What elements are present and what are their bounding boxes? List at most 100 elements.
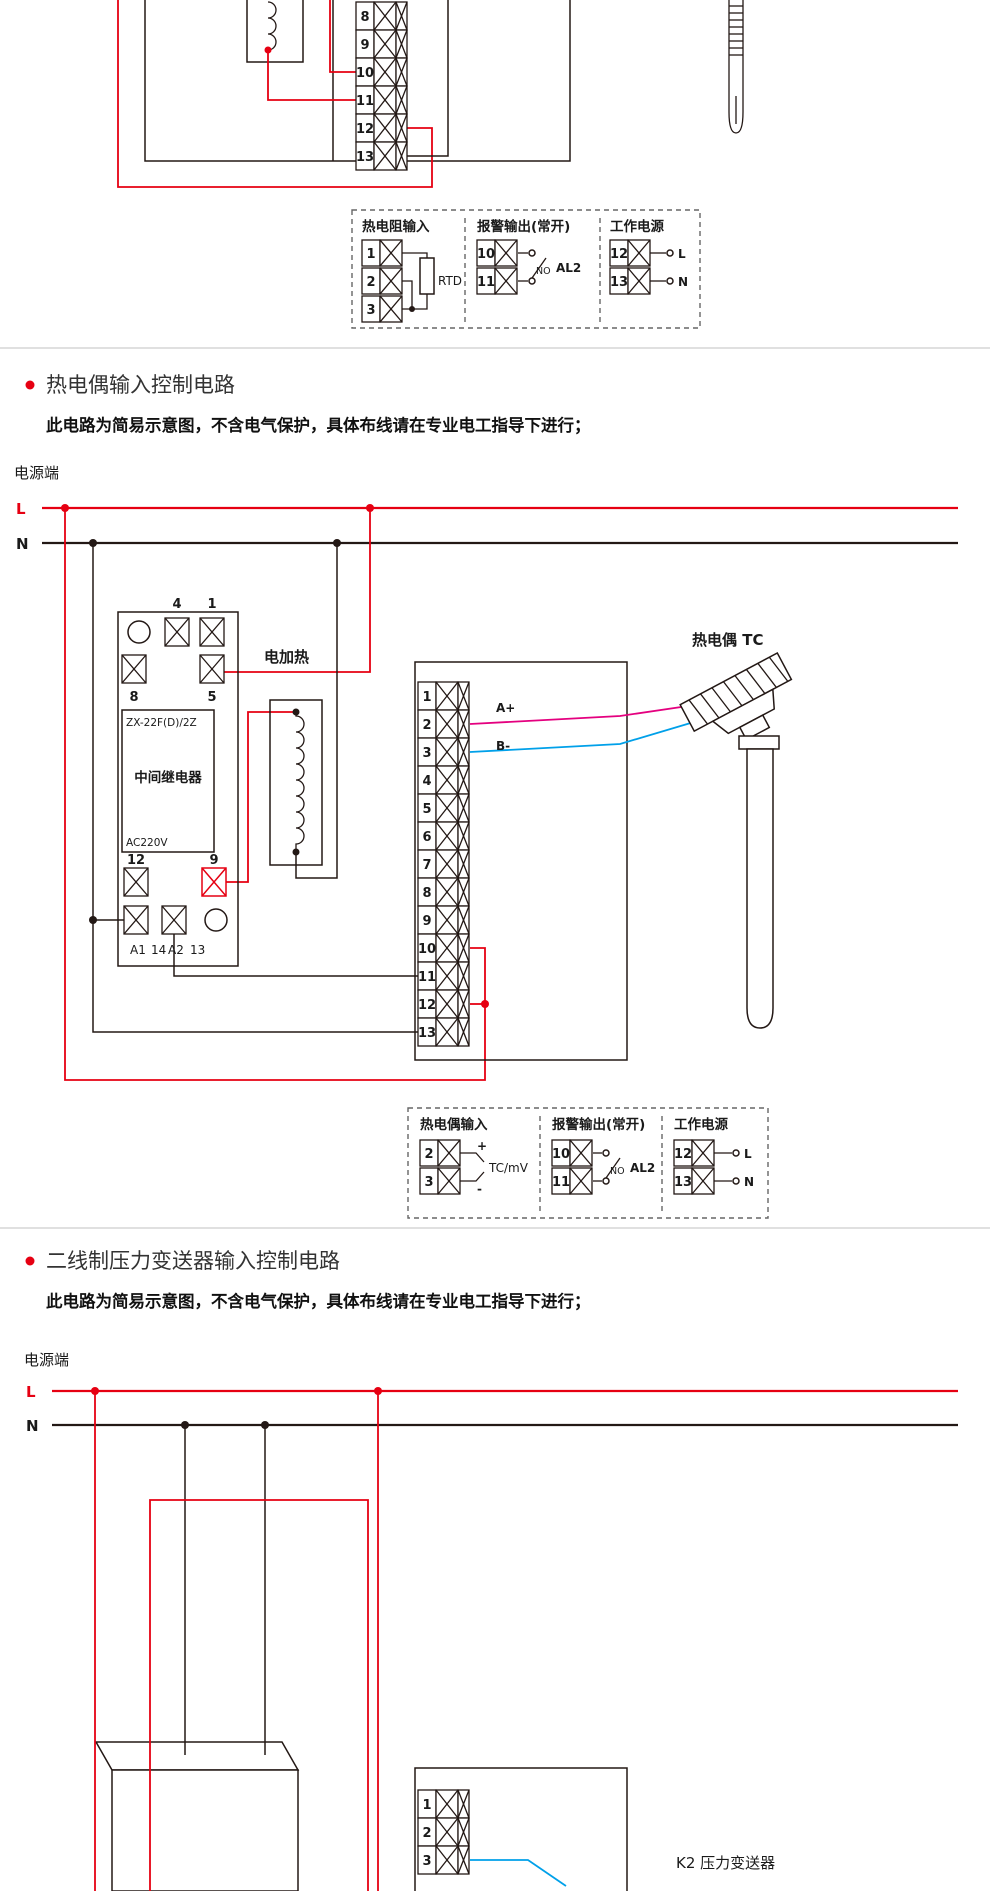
legend-group-title: 报警输出(常开): [552, 1116, 645, 1133]
controller-outline: [414, 1767, 628, 1891]
terminal-number: 10: [418, 942, 436, 957]
terminal-number: 13: [674, 1175, 692, 1190]
wire: [460, 1171, 485, 1182]
junction-dot: [61, 504, 69, 512]
pt-section-heading: 二线制压力变送器输入控制电路 此电路为简易示意图，不含电气保护，具体布线请在专业…: [25, 1249, 591, 1311]
relay-coil-label: A2: [168, 943, 184, 957]
terminal-number: 1: [366, 247, 375, 262]
relay-model: ZX-22F(D)/2Z: [126, 717, 197, 729]
wire-red-heater-feed: [226, 711, 296, 883]
sensor-label: 热电偶 TC: [692, 631, 763, 649]
line-l-label: L: [26, 1383, 36, 1401]
wire-b-label: B-: [496, 739, 510, 753]
terminal-number: 13: [610, 275, 628, 290]
wire-black-n-feed: [92, 543, 418, 1033]
terminal-number: 2: [424, 1147, 433, 1162]
terminal-number: 12: [356, 122, 374, 137]
wire-red: [267, 50, 356, 101]
relay-terminal-label: 4: [172, 597, 181, 612]
terminal-number: 10: [477, 247, 495, 262]
terminal-number: 9: [360, 38, 369, 53]
line-l-label: L: [16, 500, 26, 518]
terminal-number: 2: [422, 718, 431, 733]
tc-section-title: 热电偶输入控制电路: [46, 373, 235, 397]
line-n-label: N: [16, 535, 29, 553]
pt-section-subtitle: 此电路为简易示意图，不含电气保护，具体布线请在专业电工指导下进行；: [46, 1291, 591, 1311]
junction-dot: [264, 46, 272, 54]
junction-dot: [292, 708, 300, 716]
legend-box-rtd: 热电阻输入 RTD 1 2 3 报警输出(常开) NO AL2 10 11 工作…: [351, 209, 701, 329]
contact-point: [602, 1149, 610, 1157]
junction-dot: [333, 539, 341, 547]
legend-group-title: 热电阻输入: [362, 218, 430, 235]
tc-control-circuit: 电源端 L N 4 1 8 5 ZX-22F(D)/2Z 中间继电器: [14, 464, 958, 1081]
relay-mount-hole: [127, 620, 151, 644]
terminal-number: 2: [422, 1826, 431, 1841]
heater-label: 电加热: [264, 648, 309, 666]
tc-mv-label: TC/mV: [488, 1161, 529, 1175]
relay-name: 中间继电器: [134, 769, 202, 786]
terminal-number: 11: [477, 275, 495, 290]
junction-dot: [91, 1387, 99, 1395]
tc-section-subtitle: 此电路为简易示意图，不含电气保护，具体布线请在专业电工指导下进行；: [46, 415, 591, 435]
power-supply-box: [94, 1741, 300, 1891]
wire-red-relay-feed: [224, 508, 371, 673]
relay-contact-9-red: [201, 867, 227, 897]
terminal-number: 3: [424, 1175, 433, 1190]
legend-group-title: 报警输出(常开): [477, 218, 570, 235]
terminal-number: 10: [552, 1147, 570, 1162]
line-l-label: L: [678, 247, 686, 261]
tc-section-heading: 热电偶输入控制电路 此电路为简易示意图，不含电气保护，具体布线请在专业电工指导下…: [25, 373, 591, 435]
junction-dot: [261, 1421, 269, 1429]
heater-box-partial: [246, 0, 304, 63]
wire-a-label: A+: [496, 701, 515, 715]
contact-point: [528, 277, 536, 285]
wire: [402, 294, 428, 310]
bullet-icon: [25, 380, 35, 390]
contact-point: [528, 249, 536, 257]
contact-point: [666, 277, 674, 285]
junction-dot: [409, 306, 415, 312]
relay-body: [121, 709, 215, 853]
heater-coil: [295, 710, 305, 850]
pt-sensor-label: K2 压力变送器: [676, 1854, 775, 1872]
junction-dot: [292, 848, 300, 856]
terminal-number: 5: [422, 802, 431, 817]
wire-black: [407, 0, 449, 157]
terminal-number: 2: [366, 275, 375, 290]
terminal-number: 12: [674, 1147, 692, 1162]
wire: [460, 1152, 485, 1163]
relay-terminal-label: 8: [129, 690, 138, 705]
legend-group-title: 工作电源: [610, 218, 664, 235]
legend-box-tc: 热电偶输入 + - TC/mV 2 3 报警输出(常开) NO AL2 10 1…: [407, 1107, 769, 1219]
rtd-label: RTD: [438, 274, 462, 288]
pt-control-circuit: 电源端 L N 1 2 3 K2 压力变送器: [24, 1351, 958, 1891]
no-contact-label: NO: [536, 266, 551, 277]
red-box-outline: [149, 1499, 369, 1891]
terminal-number: 8: [422, 886, 431, 901]
relay-coil-label: 14: [151, 943, 166, 957]
rtd-probe-drawing: [728, 0, 744, 134]
terminal-number: 8: [360, 10, 369, 25]
junction-dot: [181, 1421, 189, 1429]
alarm-output-label: AL2: [630, 1161, 655, 1175]
terminal-number: 12: [610, 247, 628, 262]
relay-terminal-label: 9: [209, 853, 218, 868]
wire-red: [117, 0, 433, 188]
relay-coil-label: 13: [190, 943, 205, 957]
terminal-number: 13: [418, 1026, 436, 1041]
terminal-number: 1: [422, 1798, 431, 1813]
legend-group-title: 工作电源: [674, 1116, 728, 1133]
rtd-resistor-symbol: [419, 257, 435, 295]
line-l-label: L: [744, 1147, 752, 1161]
heater-block: 电加热: [264, 648, 323, 866]
junction-dot: [366, 504, 374, 512]
junction-dot: [481, 1000, 489, 1008]
wire: [402, 252, 428, 258]
junction-dot: [89, 916, 97, 924]
line-n-label: N: [26, 1417, 39, 1435]
terminal-number: 11: [418, 970, 436, 985]
junction-dot: [89, 539, 97, 547]
relay-block: 4 1 8 5 ZX-22F(D)/2Z 中间继电器 AC220V 12 9 A…: [117, 597, 239, 967]
